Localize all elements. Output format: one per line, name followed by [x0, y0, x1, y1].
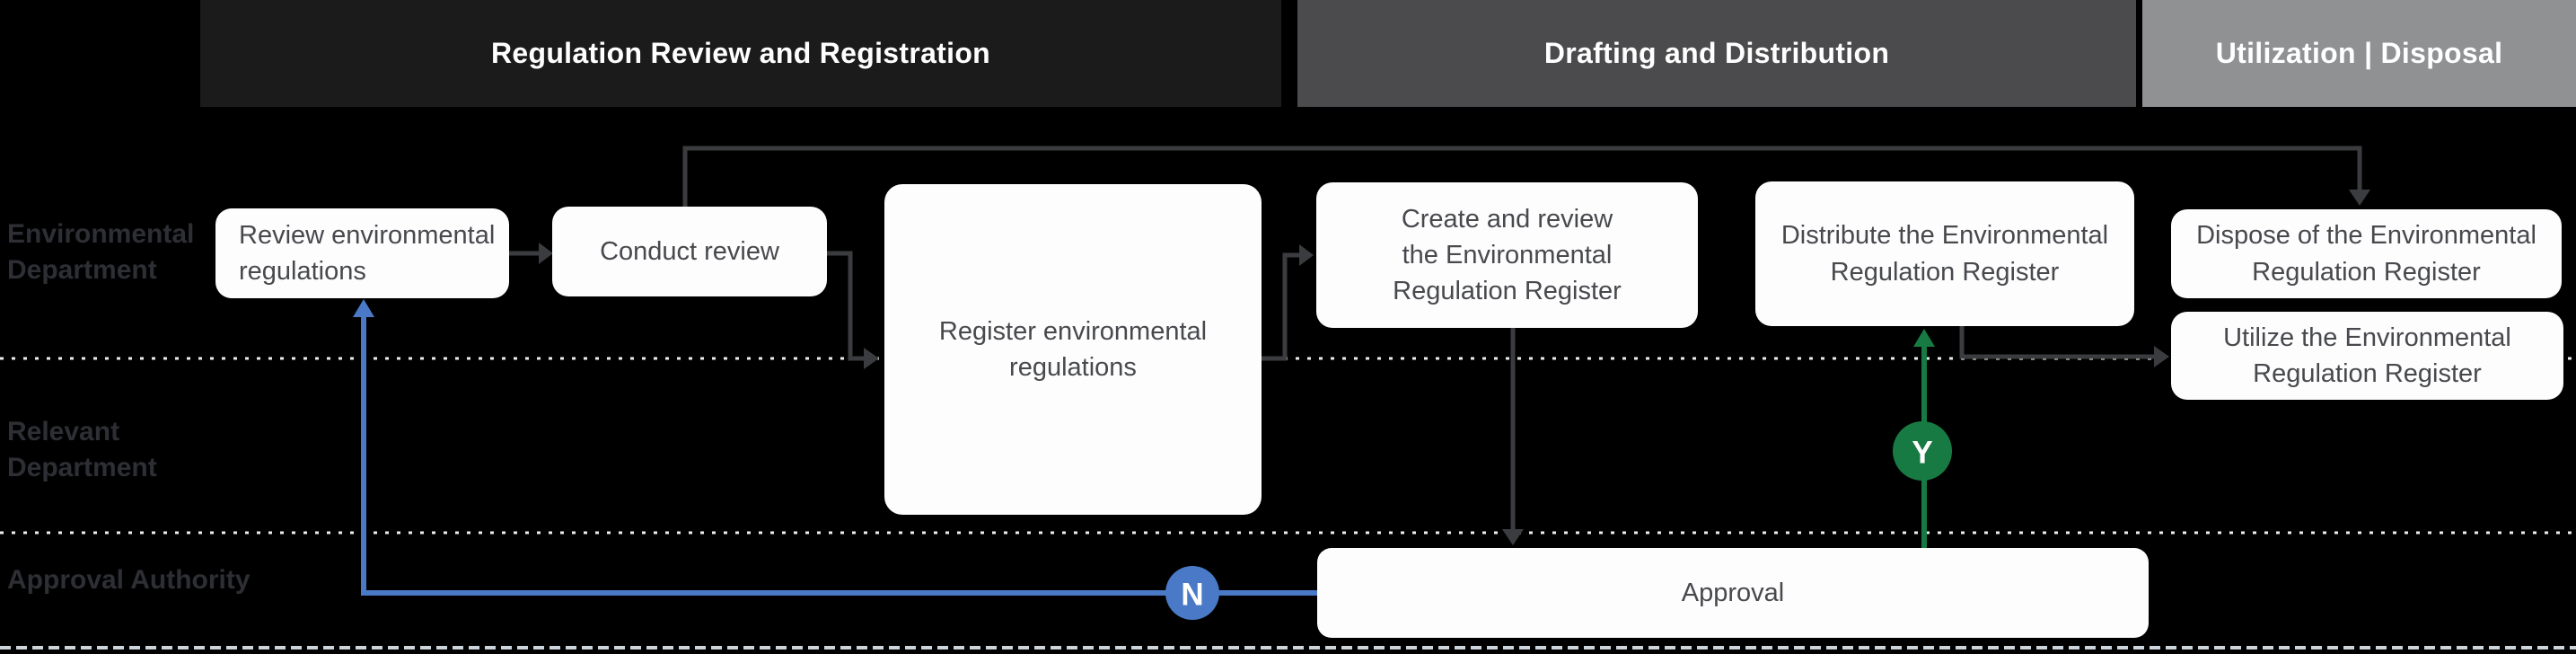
node-create-and-review-register: Create and review the Environmental Regu…	[1316, 182, 1698, 328]
node-label: Conduct review	[600, 236, 779, 266]
node-approval: Approval	[1317, 548, 2149, 638]
lane-label-relevant-department: Relevant Department	[7, 417, 157, 482]
node-utilize-register: Utilize the Environmental Regulation Reg…	[2171, 312, 2563, 400]
node-label: Approval	[1681, 578, 1785, 607]
node-distribute-register: Distribute the Environmental Regulation …	[1755, 181, 2134, 326]
arrowhead-review-to-conduct	[539, 243, 553, 264]
connector-approval-no-to-review	[361, 317, 1317, 596]
phase-header-label: Utilization | Disposal	[2215, 37, 2503, 69]
phase-header-drafting-and-distribution: Drafting and Distribution	[1297, 0, 2136, 107]
connector-conduct-to-register	[827, 251, 864, 361]
phase-header-label: Regulation Review and Registration	[490, 37, 991, 69]
arrowhead-create-to-approval	[1502, 529, 1524, 545]
connector-distribute-to-utilize	[1959, 326, 2154, 359]
decision-yes-label: Y	[1912, 436, 1932, 471]
arrowhead-conduct-to-register	[864, 348, 879, 369]
node-dispose-register: Dispose of the Environmental Regulation …	[2171, 209, 2562, 298]
arrowhead-register-to-create	[1299, 244, 1314, 266]
arrowhead-conduct-to-dispose	[2349, 190, 2370, 206]
phase-header-utilization-disposal: Utilization | Disposal	[2142, 0, 2576, 107]
node-register-environmental-regulations: Register environmental regulations	[884, 184, 1262, 515]
node-label: Distribute the Environmental Regulation …	[1780, 221, 2109, 287]
connector-register-to-create	[1262, 252, 1299, 361]
node-review-environmental-regulations: Review environmental regulations	[215, 208, 509, 298]
decision-no-label: N	[1181, 578, 1203, 613]
node-label: Review environmental regulations	[239, 220, 496, 286]
phase-header-regulation-review-and-registration: Regulation Review and Registration	[200, 0, 1281, 107]
node-label: Dispose of the Environmental Regulation …	[2196, 221, 2536, 287]
node-conduct-review: Conduct review	[552, 207, 827, 296]
node-label: Create and review the Environmental Regu…	[1393, 204, 1622, 305]
decision-no-badge	[1165, 566, 1219, 620]
arrowhead-distribute-to-utilize	[2154, 346, 2169, 367]
decision-yes-badge	[1893, 421, 1952, 481]
phase-header-label: Drafting and Distribution	[1543, 37, 1890, 69]
node-label: Register environmental regulations	[938, 316, 1208, 382]
lane-label-environmental-department: Environmental Department	[7, 219, 195, 285]
arrowhead-approval-no-to-review	[353, 299, 374, 317]
node-label: Utilize the Environmental Regulation Reg…	[2223, 323, 2511, 388]
lane-label-approval-authority: Approval Authority	[7, 565, 251, 595]
arrowhead-approval-yes-to-distribute	[1913, 329, 1935, 347]
connector-conduct-to-dispose	[682, 146, 2362, 207]
